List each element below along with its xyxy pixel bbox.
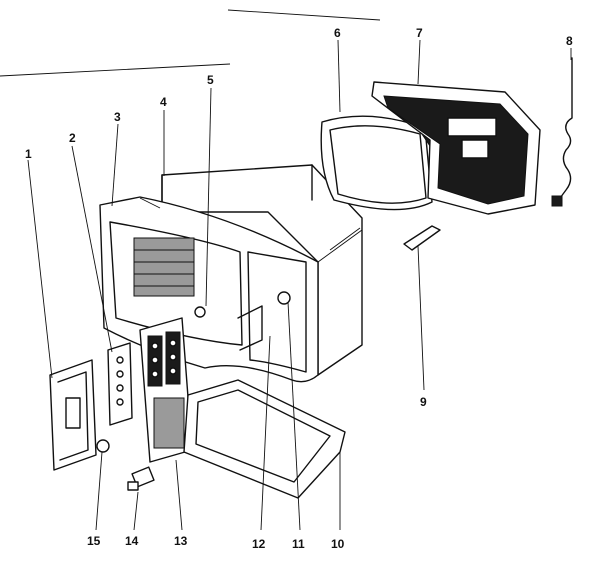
rear-cover-part-7	[371, 81, 541, 215]
label-14: 14	[125, 534, 139, 548]
plug-part-14	[127, 466, 155, 491]
side-bracket-part-1	[49, 359, 97, 471]
control-panel-part-13	[139, 317, 193, 463]
label-3: 3	[114, 110, 121, 124]
label-13: 13	[174, 534, 188, 548]
switch-strip-part-2	[107, 342, 133, 426]
knob-part-15	[96, 439, 110, 453]
label-12: 12	[252, 537, 266, 551]
label-5: 5	[207, 73, 214, 87]
clip-part-9	[403, 225, 441, 251]
part-labels: 1 2 3 4 5 6 7 8 9 10 11 12 13 14 15	[25, 26, 573, 551]
label-8: 8	[566, 34, 573, 48]
label-15: 15	[87, 534, 101, 548]
label-11: 11	[292, 537, 305, 551]
label-2: 2	[69, 131, 76, 145]
label-9: 9	[420, 395, 427, 409]
base-frame-part-10	[183, 379, 346, 499]
scan-lines	[0, 9, 381, 77]
control-knobs	[151, 339, 177, 378]
leader-lines	[27, 39, 572, 531]
label-1: 1	[25, 147, 32, 161]
power-cord-part-8	[551, 57, 573, 207]
speaker-grille	[133, 237, 195, 297]
label-7: 7	[416, 26, 423, 40]
label-6: 6	[334, 26, 341, 40]
label-10: 10	[331, 537, 345, 551]
label-4: 4	[160, 95, 167, 109]
